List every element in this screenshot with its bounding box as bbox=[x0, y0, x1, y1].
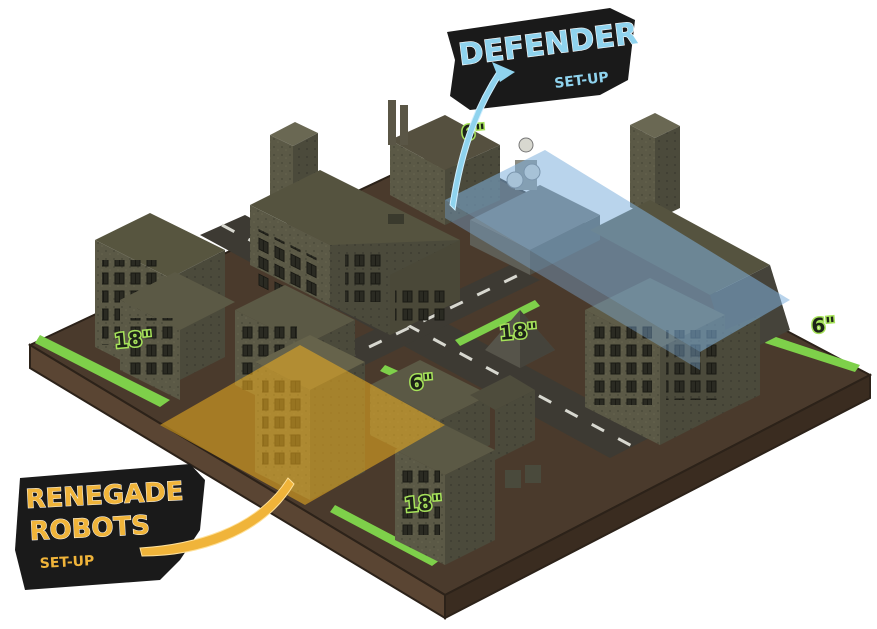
building-back bbox=[250, 170, 460, 335]
ground-board bbox=[27, 148, 873, 620]
measurement-left-18: 18" bbox=[113, 326, 153, 353]
renegade-line2: ROBOTS bbox=[29, 511, 151, 547]
defender-label: DEFENDER SET-UP bbox=[447, 8, 640, 212]
measurement-center-18: 18" bbox=[498, 318, 538, 345]
center-pyramid bbox=[485, 310, 555, 368]
renegade-subtitle: SET-UP bbox=[39, 553, 94, 572]
defender-deployment-zone bbox=[445, 150, 790, 370]
tower-right bbox=[630, 113, 680, 220]
renegade-arrow-icon bbox=[139, 477, 295, 557]
renegade-deployment-zone bbox=[160, 345, 445, 505]
building-left-2 bbox=[120, 272, 235, 400]
renegade-line1: RENEGADE bbox=[25, 477, 184, 515]
renegade-label: RENEGADE ROBOTS SET-UP bbox=[15, 464, 295, 590]
measurement-right-6: 6" bbox=[810, 312, 836, 338]
defender-arrow-icon bbox=[449, 69, 506, 212]
measurement-middle-6: 6" bbox=[408, 369, 434, 395]
defender-subtitle: SET-UP bbox=[554, 69, 610, 92]
measurement-bottom-18: 18" bbox=[403, 490, 443, 517]
